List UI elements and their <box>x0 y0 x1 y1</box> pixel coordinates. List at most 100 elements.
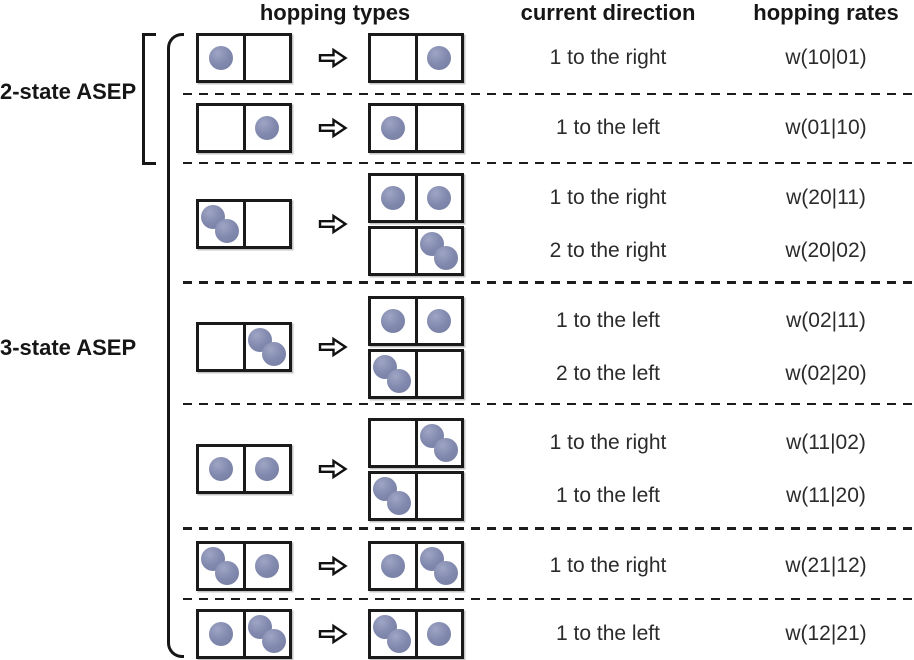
particle <box>261 629 286 653</box>
particle <box>433 245 458 270</box>
header-current-direction: current direction <box>520 0 696 25</box>
site-cell <box>246 447 290 491</box>
site-cell <box>418 474 462 518</box>
site-cell <box>246 202 290 246</box>
transition-line: 1 to the right w(11|02) <box>368 417 914 468</box>
transition-results: 1 to the left w(01|10) <box>368 103 914 153</box>
site-cell <box>199 325 246 369</box>
site-cell <box>371 612 418 656</box>
site-cell <box>371 420 418 465</box>
particle <box>380 116 405 140</box>
site-cell <box>371 351 418 396</box>
state-box-initial <box>196 609 292 659</box>
current-direction-text: 2 to the right <box>549 238 667 262</box>
site-cell <box>418 106 462 150</box>
particle <box>255 457 280 481</box>
particle <box>255 554 280 578</box>
transition-line: 1 to the right w(20|11) <box>368 172 914 223</box>
particle <box>380 554 405 578</box>
current-direction-text: 1 to the left <box>556 622 660 645</box>
hopping-rate-text: w(11|20) <box>786 483 866 507</box>
site-cell <box>371 298 418 343</box>
dashed-separator <box>183 161 912 165</box>
site-cell <box>199 544 246 588</box>
current-direction-text: 2 to the left <box>556 361 660 385</box>
site-cell <box>371 36 418 80</box>
site-cell <box>371 473 418 518</box>
state-box-result <box>368 295 464 346</box>
site-cell <box>246 612 290 656</box>
dashed-separator <box>183 92 912 96</box>
site-cell <box>418 612 462 656</box>
current-direction-text: 1 to the right <box>549 185 667 209</box>
rightwards-arrow-icon <box>318 335 348 359</box>
state-box-result <box>368 541 464 591</box>
transition-results: 1 to the right w(10|01) <box>368 33 914 83</box>
header-hopping-rates: hopping rates <box>753 0 899 25</box>
transition-line: 1 to the right w(10|01) <box>368 33 914 83</box>
current-direction-text: 1 to the right <box>549 46 667 69</box>
state-box-initial <box>196 199 292 249</box>
group-label-3state: 3-state ASEP <box>0 335 137 360</box>
particle <box>387 490 411 515</box>
current-direction-text: 1 to the left <box>556 308 660 332</box>
state-box-result <box>368 103 464 153</box>
hopping-rate-text: w(02|11) <box>786 308 866 332</box>
rightwards-arrow-icon <box>318 554 348 578</box>
site-cell <box>371 228 418 273</box>
site-cell <box>418 299 462 343</box>
site-cell <box>418 421 462 465</box>
site-cell <box>418 229 462 273</box>
site-cell <box>199 612 246 656</box>
hopping-rate-text: w(10|01) <box>785 46 867 69</box>
hopping-rate-text: w(01|10) <box>785 116 867 139</box>
particle <box>433 561 458 585</box>
site-cell <box>246 325 290 369</box>
state-box-result <box>368 609 464 659</box>
site-cell <box>199 202 246 246</box>
3state-bracket <box>167 33 184 658</box>
header-hopping-types: hopping types <box>259 0 411 25</box>
particle <box>380 308 405 333</box>
site-cell <box>246 36 290 80</box>
dashed-separator <box>183 281 912 284</box>
particle <box>427 46 452 70</box>
state-box-result <box>368 470 464 521</box>
current-direction-text: 1 to the right <box>549 430 667 454</box>
particle <box>215 561 239 585</box>
dashed-separator <box>183 527 912 530</box>
rightwards-arrow-icon <box>318 622 348 646</box>
particle <box>380 185 405 210</box>
particle <box>427 308 452 333</box>
hopping-row: 1 to the left w(01|10) <box>196 102 914 154</box>
hopping-rate-text: w(20|11) <box>786 185 866 209</box>
site-cell <box>371 544 418 588</box>
state-box-initial <box>196 541 292 591</box>
particle <box>208 46 233 70</box>
particle <box>387 368 411 393</box>
site-cell <box>418 36 462 80</box>
site-cell <box>371 106 418 150</box>
state-box-initial <box>196 444 292 494</box>
current-direction-text: 1 to the left <box>556 116 660 139</box>
site-cell <box>418 352 462 396</box>
hopping-rate-text: w(11|02) <box>786 430 866 454</box>
state-box-initial <box>196 322 292 372</box>
site-cell <box>246 544 290 588</box>
transition-line: 1 to the left w(02|11) <box>368 295 914 346</box>
site-cell <box>199 106 246 150</box>
